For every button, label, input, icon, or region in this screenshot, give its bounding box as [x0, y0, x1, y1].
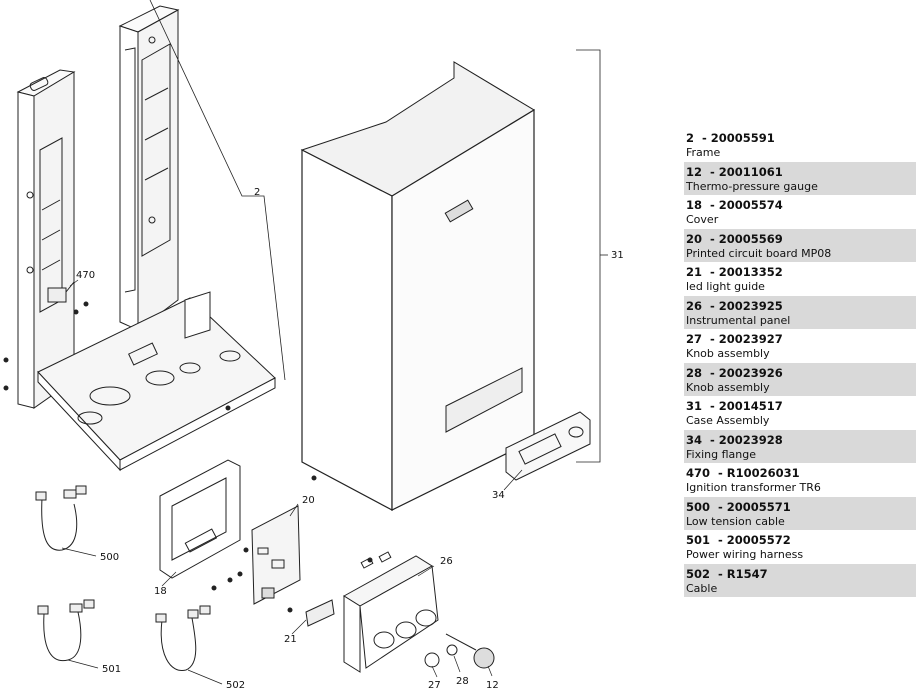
- part-number: 26 - 20023925: [686, 298, 783, 313]
- instrument-panel-drawing: [287, 551, 495, 673]
- part-description: Knob assembly: [686, 380, 770, 394]
- callout-18: 18: [154, 586, 167, 597]
- callout-26: 26: [440, 556, 453, 567]
- part-number: 501 - 20005572: [686, 533, 791, 547]
- part-number: 470 - R10026031: [686, 466, 800, 480]
- part-description: Cable: [686, 581, 718, 595]
- callout-470: 470: [76, 270, 95, 281]
- leader-lines: [61, 279, 523, 685]
- part-number: 34 - 20023928: [686, 432, 783, 447]
- part-number: 18 - 20005574: [686, 198, 783, 212]
- callout-31: 31: [611, 250, 624, 261]
- frame-drawing: [3, 5, 317, 481]
- part-description: Knob assembly: [686, 347, 770, 360]
- part-description: Case Assembly: [686, 414, 770, 427]
- part-description: Power wiring harness: [686, 548, 804, 561]
- callout-500: 500: [100, 552, 119, 563]
- part-description: led light guide: [686, 280, 765, 293]
- part-number: 28 - 20023926: [686, 365, 783, 380]
- part-description: Low tension cable: [686, 514, 785, 528]
- part-number: 500 - 20005571: [686, 499, 791, 514]
- callout-12: 12: [486, 680, 499, 691]
- callout-34: 34: [492, 490, 505, 501]
- exploded-parts-diagram: 2 470 31 34 20 26 18 21 27 28 12 500 501…: [3, 0, 624, 691]
- part-description: Ignition transformer TR6: [686, 481, 821, 494]
- callout-21: 21: [284, 634, 297, 645]
- part-description: Fixing flange: [686, 447, 756, 461]
- callout-20: 20: [302, 495, 315, 506]
- part-number: 21 - 20013352: [686, 265, 783, 279]
- callout-501: 501: [102, 664, 121, 675]
- part-description: Frame: [686, 146, 721, 159]
- part-number: 12 - 20011061: [686, 164, 783, 179]
- callout-502: 502: [226, 680, 245, 691]
- part-number: 31 - 20014517: [686, 399, 783, 413]
- part-description: Thermo-pressure gauge: [686, 179, 818, 193]
- part-description: Cover: [686, 213, 719, 226]
- part-description: Printed circuit board MP08: [686, 246, 832, 260]
- cables-drawing: [35, 485, 211, 671]
- callout-28: 28: [456, 676, 469, 687]
- part-number: 27 - 20023927: [686, 332, 783, 346]
- part-number: 502 - R1547: [686, 566, 768, 581]
- callout-2: 2: [254, 187, 260, 198]
- control-board-drawing: [159, 459, 301, 605]
- part-description: Instrumental panel: [686, 313, 791, 327]
- case-drawing: [300, 61, 591, 511]
- callout-27: 27: [428, 680, 441, 691]
- part-number: 20 - 20005569: [686, 231, 783, 246]
- part-number: 2 - 20005591: [686, 131, 775, 145]
